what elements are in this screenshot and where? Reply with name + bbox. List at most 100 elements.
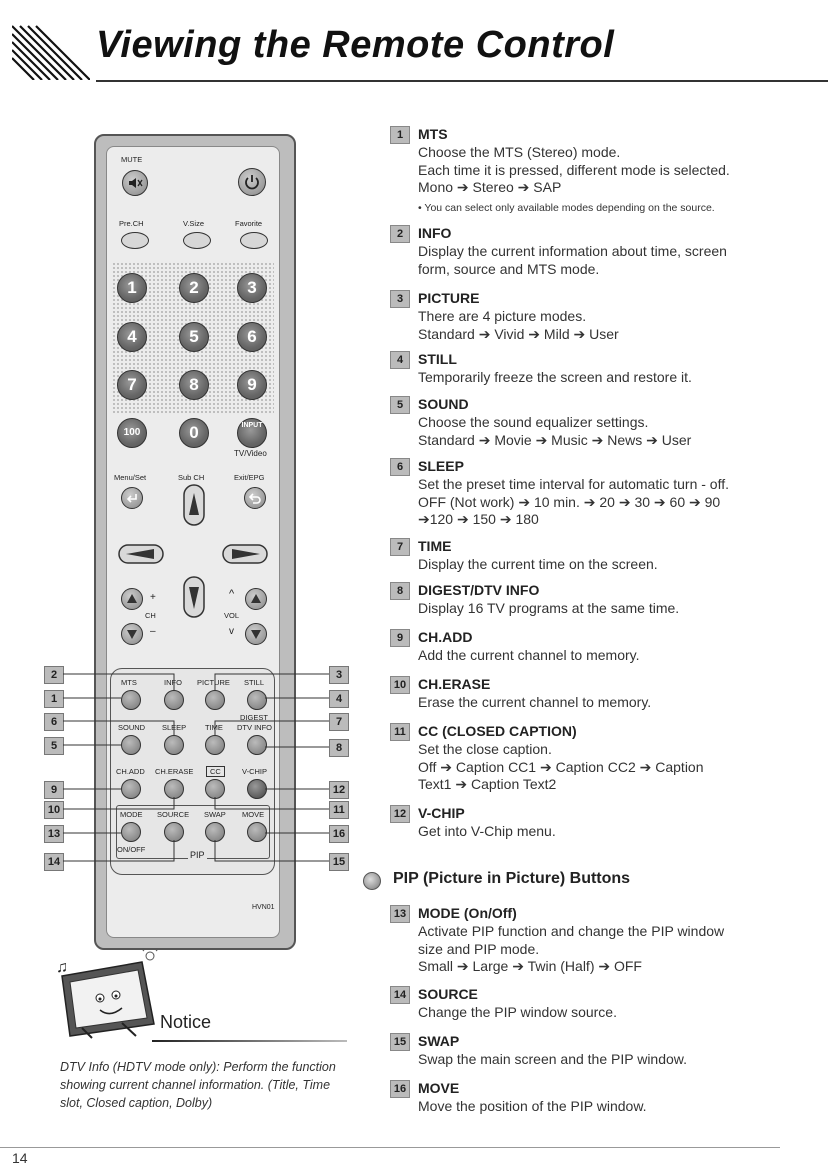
- onoff-label: ON/OFF: [117, 845, 146, 854]
- item-number: 7: [390, 538, 410, 556]
- item-body: Display 16 TV programs at the same time.: [418, 600, 680, 616]
- pip-bullet-icon: [363, 872, 381, 890]
- picture-label: PICTURE: [197, 678, 230, 687]
- header-hatch-graphic: [12, 25, 90, 80]
- input-label: INPUT: [241, 422, 263, 429]
- music-note-icon: ♫: [56, 959, 68, 976]
- item-body: Get into V-Chip menu.: [418, 823, 556, 839]
- item-body: Set the close caption. Off ➔ Caption CC1…: [418, 741, 704, 792]
- right-arrow-button[interactable]: [222, 544, 268, 564]
- item-title: MTS: [418, 126, 448, 142]
- still-label: STILL: [244, 678, 265, 687]
- input-button[interactable]: INPUT: [237, 418, 267, 448]
- digit-8-button[interactable]: 8: [179, 370, 209, 400]
- menuset-label: Menu/Set: [114, 473, 147, 482]
- item-title: SOUND: [418, 396, 469, 412]
- return-icon: [248, 493, 261, 504]
- menu-set-button[interactable]: [121, 487, 143, 509]
- info-button[interactable]: [164, 690, 184, 710]
- power-button[interactable]: [238, 168, 266, 196]
- ch-plus-label: +: [150, 592, 156, 603]
- power-icon: [245, 175, 259, 190]
- exit-epg-button[interactable]: [244, 487, 266, 509]
- digit-1-button[interactable]: 1: [117, 273, 147, 303]
- item-body: Add the current channel to memory.: [418, 647, 640, 663]
- mute-button[interactable]: [122, 170, 148, 196]
- item-number: 2: [390, 225, 410, 243]
- enter-icon: [126, 494, 137, 503]
- callout-5: 5: [44, 737, 64, 755]
- lightbulb-icon: [141, 948, 159, 961]
- item-body: Move the position of the PIP window.: [418, 1098, 647, 1114]
- swap-label: SWAP: [204, 810, 226, 819]
- subch-label: Sub CH: [178, 473, 205, 482]
- ch-label: CH: [145, 611, 156, 620]
- notice-caption: DTV Info (HDTV mode only): Perform the f…: [60, 1060, 336, 1110]
- item-body: Display the current time on the screen.: [418, 556, 658, 572]
- digit-2-button[interactable]: 2: [179, 273, 209, 303]
- item-body: There are 4 picture modes. Standard ➔ Vi…: [418, 308, 619, 342]
- chadd-label: CH.ADD: [116, 767, 145, 776]
- item-body: Erase the current channel to memory.: [418, 694, 652, 710]
- item-body: Choose the sound equalizer settings. Sta…: [418, 414, 692, 448]
- page-title: Viewing the Remote Control: [96, 24, 615, 66]
- digit-6-button[interactable]: 6: [237, 322, 267, 352]
- dtvinfo-label: DTV INFO: [237, 723, 272, 732]
- item-title: CH.ADD: [418, 629, 473, 645]
- item-body: Swap the main screen and the PIP window.: [418, 1051, 688, 1067]
- info-label: INFO: [164, 678, 182, 687]
- digit-0-button[interactable]: 0: [179, 418, 209, 448]
- item-number: 10: [390, 676, 410, 694]
- favorite-label: Favorite: [235, 219, 263, 228]
- ch-up-button[interactable]: [121, 588, 143, 610]
- item-title: CC (CLOSED CAPTION): [418, 723, 577, 739]
- callout-13: 13: [44, 825, 64, 843]
- item-number: 14: [390, 986, 410, 1004]
- digit-9-button[interactable]: 9: [237, 370, 267, 400]
- callout-12: 12: [329, 781, 349, 799]
- left-arrow-button[interactable]: [118, 544, 164, 564]
- mode-label: MODE: [120, 810, 143, 819]
- time-button[interactable]: [205, 735, 225, 755]
- item-body: Change the PIP window source.: [418, 1004, 617, 1020]
- callout-3: 3: [329, 666, 349, 684]
- callout-2: 2: [44, 666, 64, 684]
- prech-button[interactable]: [121, 232, 149, 249]
- digit-5-button[interactable]: 5: [179, 322, 209, 352]
- ch-down-button[interactable]: [121, 623, 143, 645]
- digit-3-button[interactable]: 3: [237, 273, 267, 303]
- up-arrow-button[interactable]: [183, 484, 205, 526]
- picture-button[interactable]: [205, 690, 225, 710]
- callout-14: 14: [44, 853, 64, 871]
- item-title: SOURCE: [418, 986, 478, 1002]
- pip-mode-button[interactable]: [121, 822, 141, 842]
- item-title: MOVE: [418, 1080, 460, 1096]
- item-number: 3: [390, 290, 410, 308]
- sleep-button[interactable]: [164, 735, 184, 755]
- digest-label: DIGEST: [240, 713, 268, 722]
- digit-7-button[interactable]: 7: [117, 370, 147, 400]
- mts-button[interactable]: [121, 690, 141, 710]
- still-button[interactable]: [247, 690, 267, 710]
- notice-divider: [152, 1040, 347, 1042]
- item-title: STILL: [418, 351, 457, 367]
- key-100-button[interactable]: 100: [117, 418, 147, 448]
- callout-10: 10: [44, 801, 64, 819]
- dtv-info-button[interactable]: [247, 735, 267, 755]
- item-title: CH.ERASE: [418, 676, 491, 692]
- vol-down-button[interactable]: [245, 623, 267, 645]
- item-body: Choose the MTS (Stereo) mode. Each time …: [418, 144, 730, 195]
- ch-add-button[interactable]: [121, 779, 141, 799]
- item-note: • You can select only available modes de…: [418, 202, 715, 214]
- item-title: SWAP: [418, 1033, 460, 1049]
- digit-4-button[interactable]: 4: [117, 322, 147, 352]
- item-title: INFO: [418, 225, 452, 241]
- item-title: SLEEP: [418, 458, 464, 474]
- down-arrow-button[interactable]: [183, 576, 205, 618]
- pip-move-button[interactable]: [247, 822, 267, 842]
- item-title: DIGEST/DTV INFO: [418, 582, 540, 598]
- favorite-button[interactable]: [240, 232, 268, 249]
- vsize-button[interactable]: [183, 232, 211, 249]
- sound-button[interactable]: [121, 735, 141, 755]
- vol-up-button[interactable]: [245, 588, 267, 610]
